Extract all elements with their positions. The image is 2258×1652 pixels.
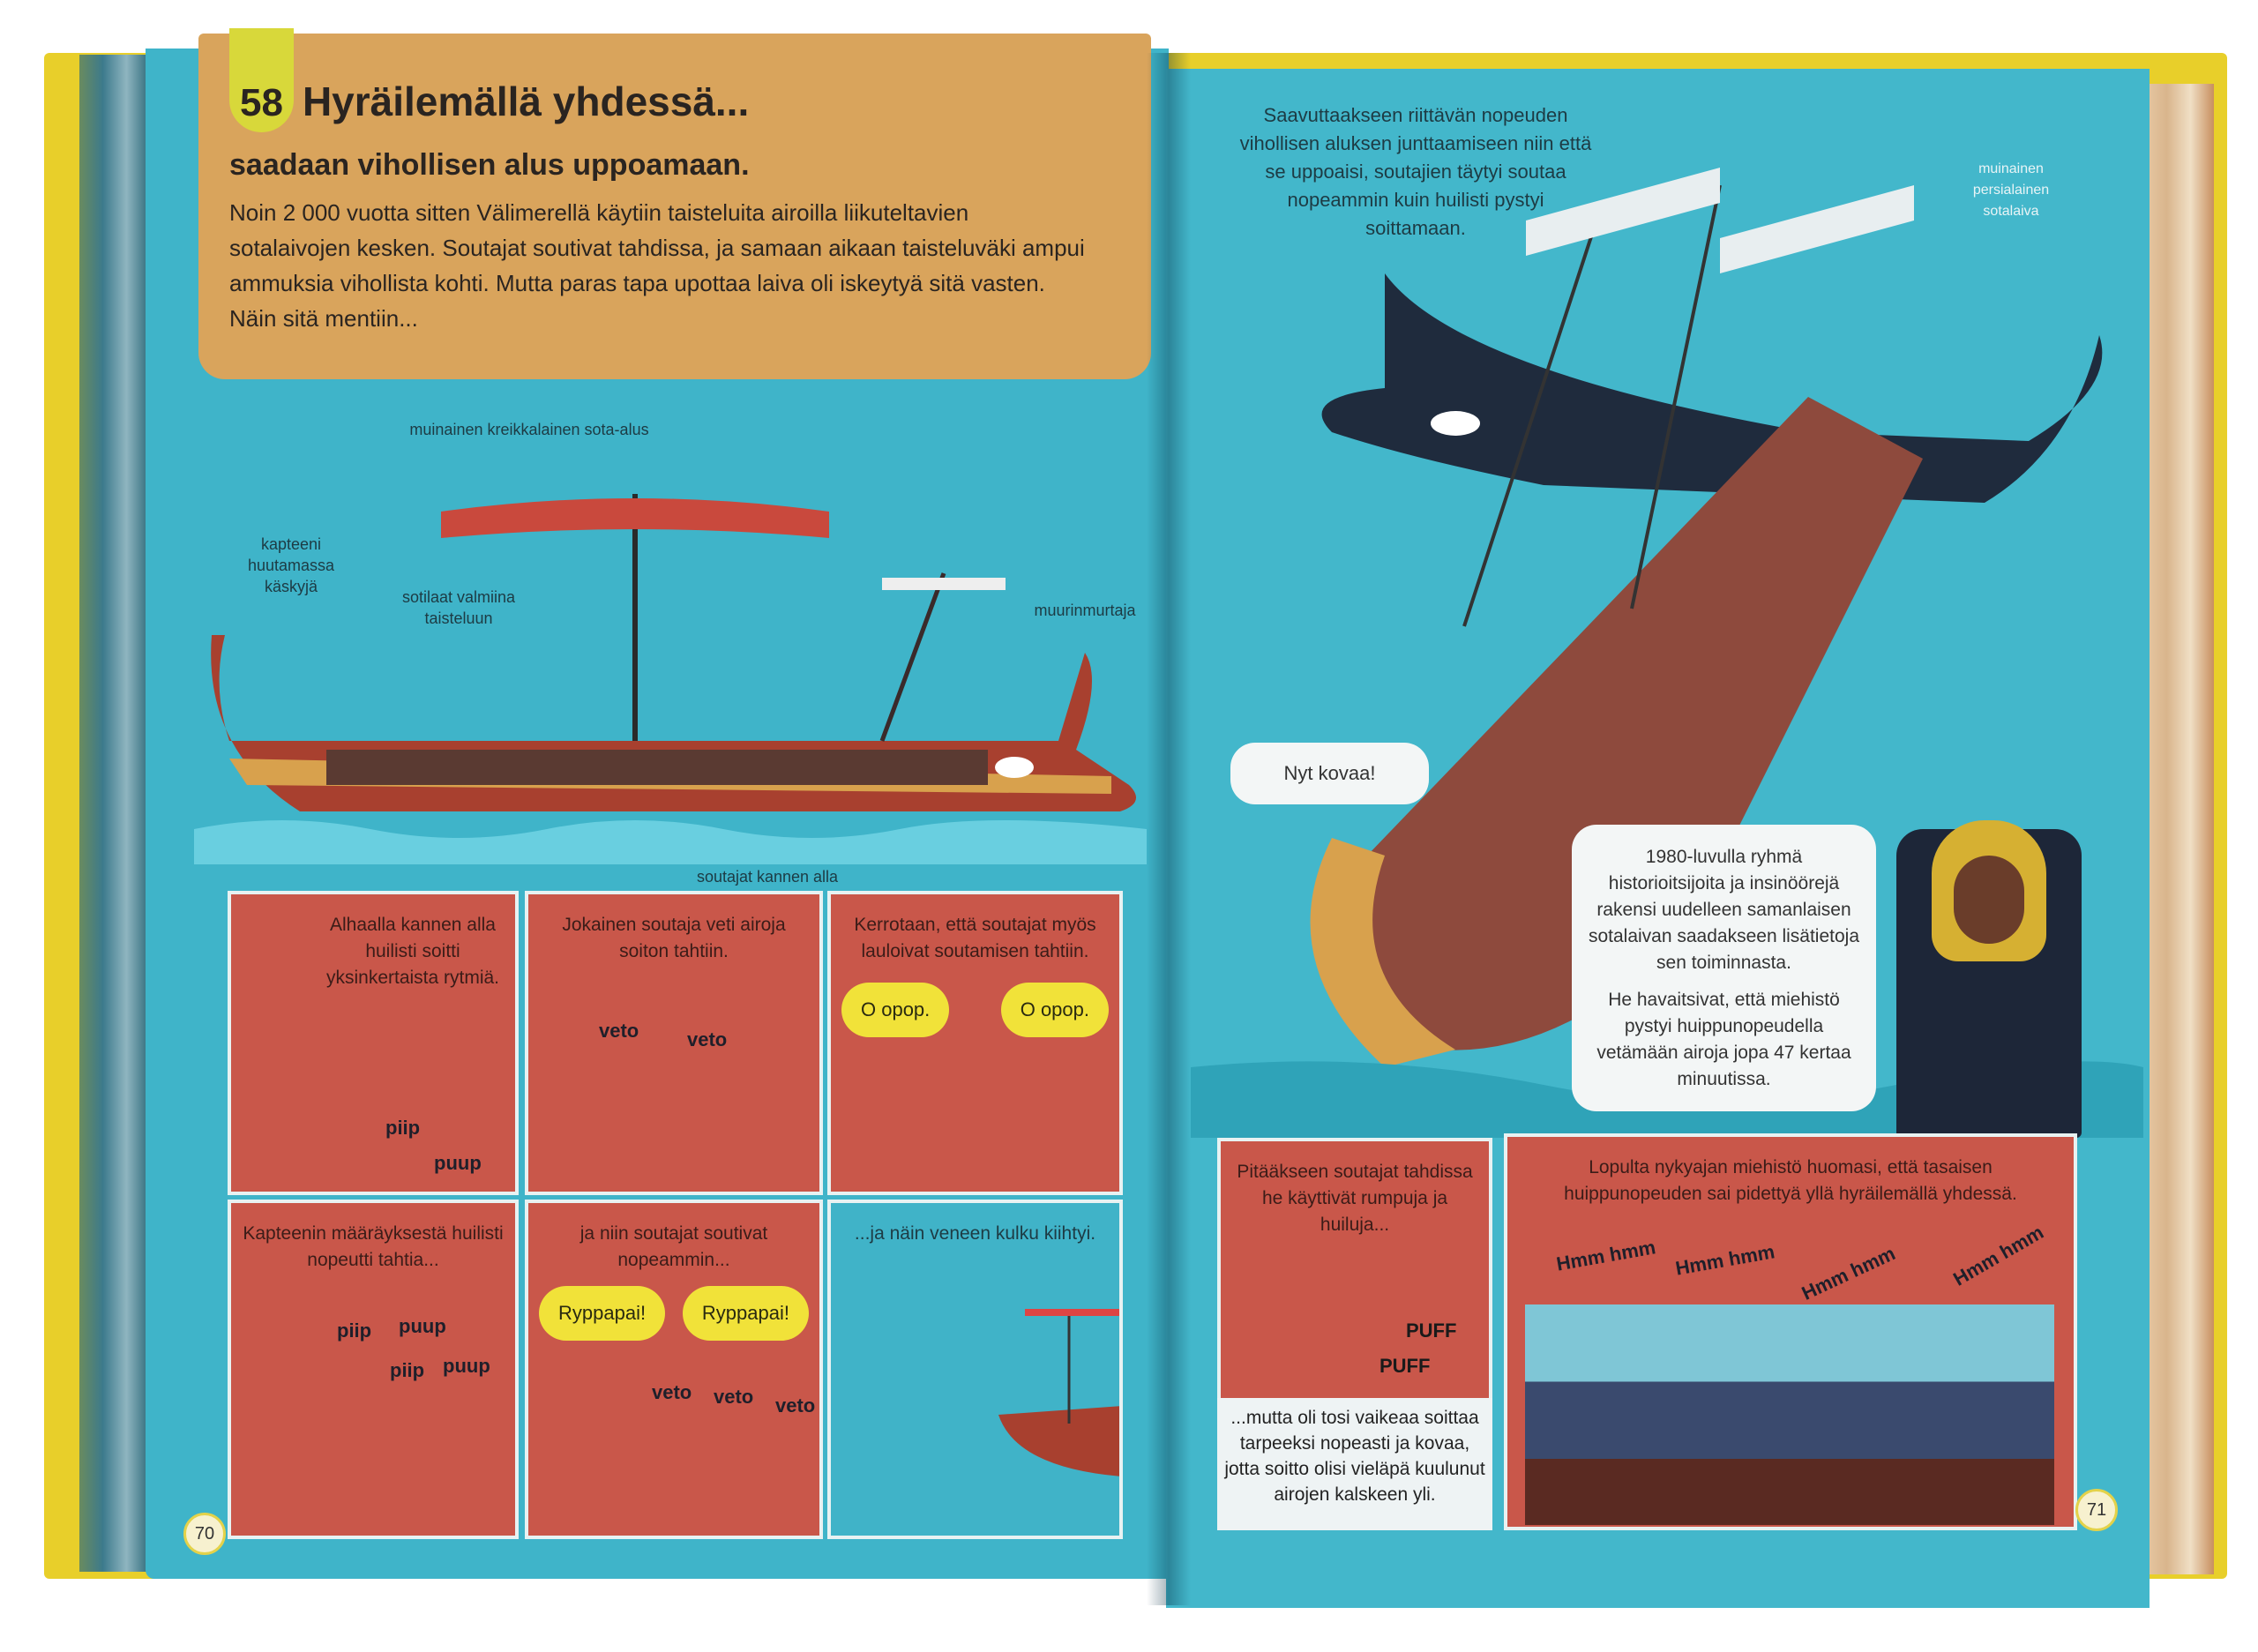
sound-text: piip (390, 1359, 425, 1381)
rowers-illustration (1525, 1304, 2054, 1525)
shout-bubble: Nyt kovaa! (1230, 743, 1429, 804)
ship-label: muinainen kreikkalainen sota-alus (409, 421, 649, 438)
narrator-woman-illustration (1896, 820, 2082, 1138)
panel-caption: Kerrotaan, että soutajat myös lauloivat … (854, 915, 1096, 961)
page-number-right: 71 (2075, 1489, 2118, 1531)
soldiers-label: sotilaat valmiina taisteluun (401, 588, 516, 627)
sound-text: veto (652, 1381, 692, 1403)
panel-caption: Pitääkseen soutajat tahdissa he käyttivä… (1237, 1162, 1473, 1235)
hum-text: Hmm hmm (1673, 1240, 1776, 1280)
panel-caption: Jokainen soutaja veti airoja soiton taht… (562, 915, 786, 961)
page-subtitle: saadaan vihollisen alus uppoamaan. (229, 148, 750, 182)
ramming-ships-illustration (1191, 168, 2143, 1138)
sound-text: piip (337, 1319, 372, 1342)
face-icon (1954, 856, 2024, 944)
sound-text: puup (434, 1152, 482, 1174)
panel-caption: ja niin soutajat soutivat nopeammin... (579, 1223, 768, 1270)
panel-caption: Lopulta nykyajan miehistö huomasi, että … (1564, 1157, 2017, 1204)
ram-label: muurinmurtaja (1034, 602, 1136, 619)
info-text-2: He havaitsivat, että miehistö pystyi hui… (1596, 990, 1851, 1089)
sound-text: veto (714, 1386, 754, 1408)
sound-text: PUFF (1406, 1319, 1457, 1342)
chapter-number: 58 (229, 28, 294, 132)
intro-text: Noin 2 000 vuotta sitten Välimerellä käy… (229, 199, 1085, 332)
hum-text: Hmm hmm (1798, 1242, 1899, 1304)
comic-panel-2: Jokainen soutaja veti airoja soiton taht… (525, 891, 823, 1195)
captain-label: kapteeni huutamassa käskyjä (247, 535, 335, 595)
comic-panel-8: Lopulta nykyajan miehistö huomasi, että … (1504, 1133, 2077, 1530)
speech-bubble: O opop. (1000, 983, 1109, 1037)
sound-text: veto (599, 1020, 639, 1042)
comic-panel-4: Kapteenin määräyksestä huilisti nopeutti… (228, 1200, 519, 1539)
hum-text: Hmm hmm (1554, 1236, 1657, 1275)
speech-bubble: O opop. (841, 983, 950, 1037)
comic-panel-6: ...ja näin veneen kulku kiihtyi. (827, 1200, 1123, 1539)
sound-text: veto (687, 1028, 728, 1050)
page-number-left: 70 (183, 1513, 226, 1555)
sound-text: PUFF (1379, 1355, 1431, 1377)
persian-ship-label: muinainen persialainen sotalaiva (1972, 161, 2050, 219)
top-text: Saavuttaakseen riittävän nopeuden viholl… (1239, 104, 1592, 239)
comic-panel-7: Pitääkseen soutajat tahdissa he käyttivä… (1217, 1138, 1492, 1402)
hum-text: Hmm hmm (1949, 1221, 2048, 1290)
book-spine-shadow (1147, 53, 1191, 1605)
speech-bubble: Ryppapai! (539, 1286, 666, 1341)
info-bubble: 1980-luvulla ryhmä historioitsijoita ja … (1572, 825, 1876, 1111)
comic-panel-3: Kerrotaan, että soutajat myös lauloivat … (827, 891, 1123, 1195)
page-edges-left (79, 55, 150, 1572)
panel-bottom-caption: ...mutta oli tosi vaikeaa soittaa tarpee… (1217, 1398, 1492, 1530)
small-ship-icon (998, 1309, 1119, 1476)
page-edges-right (2143, 84, 2214, 1574)
comic-panel-1: Alhaalla kannen alla huilisti soitti yks… (228, 891, 519, 1195)
panel-caption: ...ja näin veneen kulku kiihtyi. (854, 1223, 1096, 1244)
sound-text: piip (385, 1117, 421, 1139)
panel-caption: Kapteenin määräyksestä huilisti nopeutti… (243, 1223, 504, 1270)
sound-text: puup (443, 1355, 490, 1377)
speech-bubble: Ryppapai! (682, 1286, 809, 1341)
sound-text: puup (399, 1315, 446, 1337)
greek-warship-illustration (194, 494, 1147, 864)
comic-panel-5: ja niin soutajat soutivat nopeammin... R… (525, 1200, 823, 1539)
sound-text: veto (775, 1394, 816, 1417)
panel-caption: Alhaalla kannen alla huilisti soitti yks… (325, 915, 500, 988)
page-title: Hyräilemällä yhdessä... (302, 78, 750, 124)
rowers-label: soutajat kannen alla (696, 868, 839, 886)
info-text-1: 1980-luvulla ryhmä historioitsijoita ja … (1588, 847, 1860, 973)
